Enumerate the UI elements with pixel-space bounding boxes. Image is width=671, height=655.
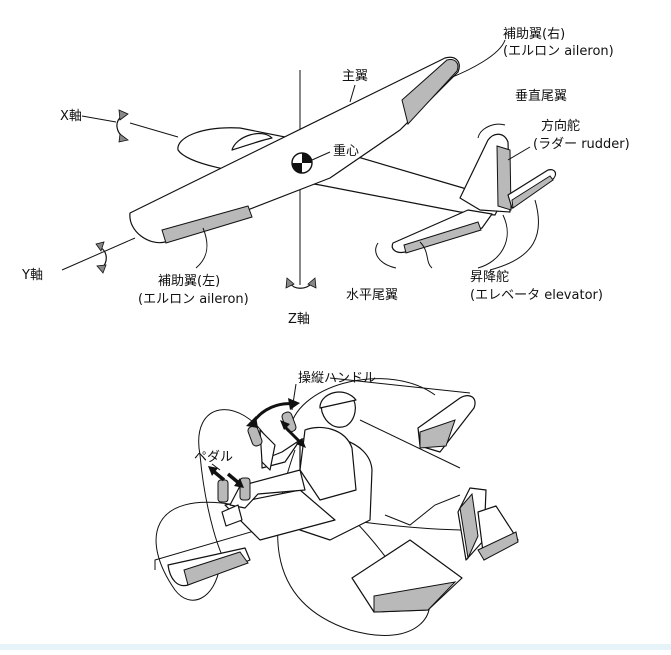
main-wing xyxy=(129,56,460,244)
vertical-tail-leader xyxy=(477,123,506,139)
elevator-right-surface xyxy=(511,175,554,209)
label-x-axis: X軸 xyxy=(60,109,82,124)
rudder-leader xyxy=(507,146,531,161)
label-main-wing: 主翼 xyxy=(342,69,368,84)
label-aileron-right-sub: (エルロン aileron) xyxy=(503,44,614,59)
aileron-right-leader xyxy=(449,39,506,79)
linkage-curve-right-aileron xyxy=(289,378,436,429)
main-wing-leader xyxy=(349,84,356,103)
handle-leader xyxy=(291,383,297,411)
cockpit-elevator-surface xyxy=(373,581,457,613)
handle-rotation-arrow-icon xyxy=(246,398,300,428)
airplane-illustration: 補助翼(右) (エルロン aileron) 主翼 垂直尾翼 方向舵 (ラダー r… xyxy=(21,27,630,327)
pedal-arrows-icon xyxy=(208,466,244,488)
x-axis-line xyxy=(129,122,179,138)
y-axis-rotation-arrow-icon xyxy=(95,241,107,274)
pilot-torso xyxy=(299,426,357,501)
label-rudder: 方向舵 xyxy=(541,118,580,134)
aileron-left-leader xyxy=(195,227,208,269)
canopy xyxy=(231,133,273,151)
z-axis-rotation-arrow-icon xyxy=(285,277,317,289)
elevator-leader xyxy=(489,199,539,271)
control-column xyxy=(259,429,276,471)
linkage-curve-left-aileron xyxy=(155,501,236,601)
handle-push-pull-arrow-icon xyxy=(280,420,306,448)
label-center-of-gravity: 重心 xyxy=(333,143,359,159)
pedal-left xyxy=(217,479,229,503)
cockpit-illustration: 操縦ハンドル ペダル xyxy=(154,370,519,636)
label-rudder-sub: (ラダー rudder) xyxy=(533,137,630,152)
elevator-leader-2 xyxy=(477,214,508,269)
bottom-border xyxy=(0,644,671,650)
cockpit-elevator-right-surface xyxy=(477,531,519,561)
label-elevator-sub: (エレベータ elevator) xyxy=(470,288,603,303)
aileron-left-surface xyxy=(161,205,253,244)
y-axis-line xyxy=(61,237,136,271)
linkage-curve-outer xyxy=(198,409,269,569)
label-y-axis: Y軸 xyxy=(21,268,43,283)
label-z-axis: Z軸 xyxy=(288,312,310,327)
pedal-leader xyxy=(211,463,221,471)
label-pedal: ペダル xyxy=(194,450,233,465)
cockpit-rudder-surface xyxy=(459,492,479,560)
horizontal-tail-leader xyxy=(375,242,397,269)
aileron-right-surface xyxy=(401,59,459,126)
label-control-handle: 操縦ハンドル xyxy=(298,370,376,386)
label-aileron-right: 補助翼(右) xyxy=(503,27,565,42)
cockpit-aileron-left-surface xyxy=(183,551,249,586)
rudder-surface xyxy=(496,145,512,211)
label-horizontal-tail: 水平尾翼 xyxy=(346,288,398,303)
fuselage-tail-line xyxy=(384,494,461,526)
label-aileron-left-sub: (エルロン aileron) xyxy=(138,292,249,307)
fuselage-side-line xyxy=(359,419,461,469)
center-of-gravity-symbol xyxy=(291,152,313,174)
pilot-figure xyxy=(221,391,357,527)
pilot-seat-base xyxy=(224,489,336,541)
horizontal-tail-leader-2 xyxy=(419,241,433,269)
control-handle xyxy=(247,411,297,471)
cockpit-aileron-right-surface xyxy=(419,419,456,449)
handle-grip-left xyxy=(247,425,263,447)
label-elevator: 昇降舵 xyxy=(470,270,509,285)
x-axis-leader xyxy=(81,115,117,123)
pedals xyxy=(217,477,251,503)
pilot-left-shoe xyxy=(221,504,243,527)
x-axis-rotation-arrow-icon xyxy=(116,109,129,143)
label-aileron-left: 補助翼(左) xyxy=(158,274,220,289)
pilot-cap xyxy=(319,391,357,409)
cog-leader xyxy=(311,151,331,161)
label-vertical-tail: 垂直尾翼 xyxy=(515,89,567,104)
fuselage-top-line xyxy=(329,377,471,394)
pedal-right xyxy=(239,477,251,501)
